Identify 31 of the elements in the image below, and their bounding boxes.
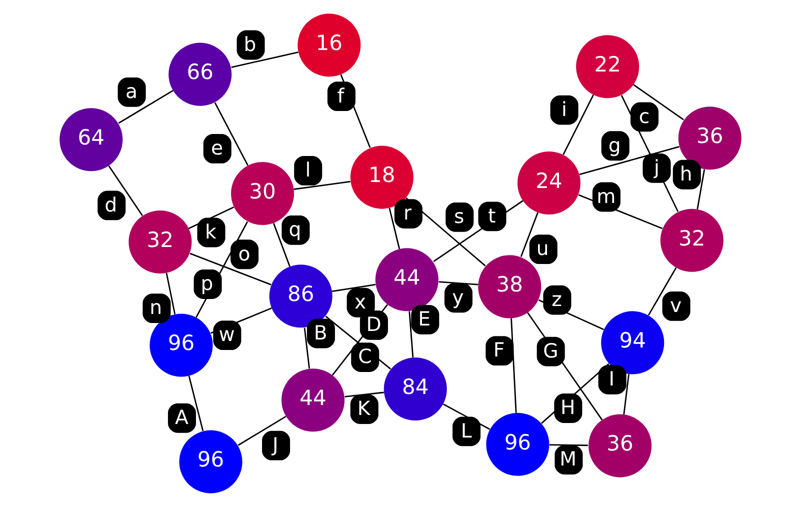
edge-label: D	[366, 313, 381, 336]
edge-label: i	[561, 98, 566, 121]
edge-label: f	[336, 84, 344, 108]
edge-label: e	[210, 136, 223, 160]
edge-label: m	[596, 184, 616, 208]
edge-label: v	[670, 294, 682, 318]
edge-label: o	[238, 242, 250, 266]
edge-label: M	[559, 448, 576, 471]
edge-label: t	[488, 204, 496, 228]
edge-label: a	[124, 80, 138, 104]
edge-label: d	[104, 193, 117, 216]
edge-label: H	[560, 396, 575, 420]
edge-label: G	[542, 339, 558, 362]
edge-label: J	[272, 433, 278, 456]
edge-label: l	[304, 158, 310, 182]
edge-label: A	[174, 406, 188, 430]
edge-label: z	[551, 288, 562, 311]
edge-label: s	[454, 205, 464, 228]
edge-label: y	[452, 286, 464, 309]
edge-label: b	[243, 32, 256, 56]
edge-label: k	[204, 220, 216, 244]
edge-label: j	[653, 156, 659, 180]
edge-label: w	[218, 323, 234, 346]
edge-label: c	[638, 104, 650, 128]
edge-label: p	[200, 272, 213, 296]
edge-label: x	[354, 290, 366, 314]
edge-label: L	[460, 419, 472, 442]
edge-label: g	[608, 134, 620, 157]
edge-label: K	[356, 397, 370, 420]
edge-label: F	[492, 338, 504, 362]
edge-label: C	[358, 345, 372, 368]
